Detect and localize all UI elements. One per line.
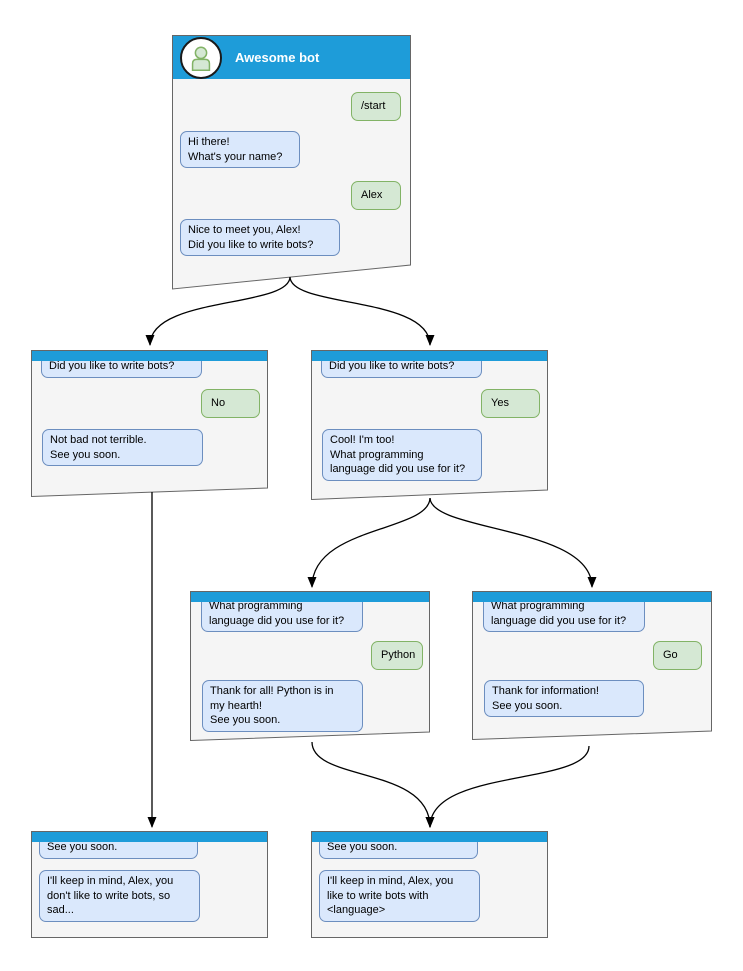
arrow-yes-to-go	[429, 497, 597, 588]
chat-window-no-branch: Did you like to write bots? No Not bad n…	[31, 350, 268, 497]
chat-window-python-branch: What programming language did you use fo…	[190, 591, 430, 741]
arrow-go-to-end	[425, 745, 590, 828]
message-bubble-bot: Hi there! What's your name?	[180, 131, 300, 169]
message-bubble-user: Alex	[351, 181, 401, 210]
arrow-yes-to-python	[307, 497, 431, 588]
window-titlebar	[312, 351, 547, 361]
arrow-python-to-end	[311, 741, 435, 828]
chat-window-main: /start Hi there! What's your name? Alex …	[172, 35, 411, 290]
message-bubble-bot: Nice to meet you, Alex! Did you like to …	[180, 219, 340, 257]
message-bubble-bot: Thank for all! Python is in my hearth! S…	[202, 680, 363, 732]
window-titlebar	[32, 832, 267, 842]
chat-window-end-language: See you soon. I'll keep in mind, Alex, y…	[311, 831, 548, 938]
message-bubble-bot: I'll keep in mind, Alex, you like to wri…	[319, 870, 480, 922]
message-bubble-user: /start	[351, 92, 401, 121]
window-titlebar	[191, 592, 429, 602]
message-bubble-user: Python	[371, 641, 423, 670]
window-title: Awesome bot	[235, 50, 320, 65]
window-titlebar	[312, 832, 547, 842]
bot-avatar	[180, 36, 222, 79]
chat-window-go-branch: What programming language did you use fo…	[472, 591, 712, 740]
window-titlebar: Awesome bot	[173, 36, 410, 79]
message-bubble-user: Go	[653, 641, 702, 670]
message-bubble-user: No	[201, 389, 260, 418]
message-bubble-bot: Thank for information! See you soon.	[484, 680, 644, 718]
window-titlebar	[32, 351, 267, 361]
person-icon	[191, 45, 211, 71]
message-bubble-bot: Not bad not terrible. See you soon.	[42, 429, 203, 467]
window-titlebar	[473, 592, 711, 602]
chat-window-yes-branch: Did you like to write bots? Yes Cool! I'…	[311, 350, 548, 500]
message-bubble-user: Yes	[481, 389, 540, 418]
message-bubble-bot: I'll keep in mind, Alex, you don't like …	[39, 870, 200, 922]
message-bubble-bot: Cool! I'm too! What programming language…	[322, 429, 482, 481]
chat-window-end-no: See you soon. I'll keep in mind, Alex, y…	[31, 831, 268, 938]
